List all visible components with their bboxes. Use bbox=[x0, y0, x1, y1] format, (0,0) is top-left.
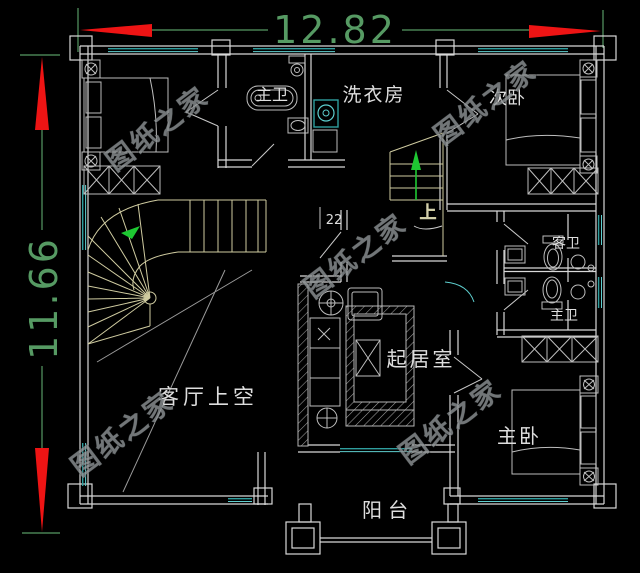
bath-top-fixtures bbox=[246, 55, 309, 134]
dim-arrow-left bbox=[80, 24, 152, 37]
dimension-top: 12.82 bbox=[77, 8, 604, 52]
interior-walls bbox=[217, 54, 596, 505]
dim-arrow-up bbox=[35, 57, 49, 130]
room-label-bath-master: 主卫 bbox=[550, 308, 578, 324]
door-leaves bbox=[185, 89, 529, 394]
bedroom-secondary-furniture bbox=[505, 59, 599, 195]
watermark-text: 图纸之家 bbox=[65, 385, 180, 483]
bedroom-top-left-furniture bbox=[81, 59, 169, 195]
bedroom-master-furniture bbox=[511, 335, 599, 486]
dim-arrow-right bbox=[529, 25, 601, 38]
stair-up-label: 上 bbox=[420, 203, 437, 223]
room-label-living-room: 起居室 bbox=[387, 347, 456, 371]
void-diagonal-lines bbox=[96, 269, 253, 493]
room-label-bedroom-master: 主卧 bbox=[497, 424, 541, 448]
bathrooms-fixtures bbox=[504, 235, 595, 310]
dim-arrow-down bbox=[35, 448, 49, 532]
stair-direction-arrow-up bbox=[411, 150, 421, 170]
dimension-left: 11.66 bbox=[20, 54, 66, 534]
balcony-structure bbox=[285, 503, 467, 555]
stair-direction-arrow-curved bbox=[121, 226, 140, 239]
dim-height-label: 11.66 bbox=[22, 236, 66, 360]
door-tag: 22 bbox=[319, 207, 343, 229]
living-room-furniture bbox=[309, 287, 383, 429]
room-label-bath-top: 主卫 bbox=[256, 85, 288, 104]
dim-width-label: 12.82 bbox=[273, 8, 397, 52]
door-arc-hall bbox=[444, 281, 475, 303]
room-label-balcony: 阳台 bbox=[362, 498, 414, 522]
room-label-living-void: 客厅上空 bbox=[158, 385, 258, 409]
windows bbox=[82, 48, 602, 502]
room-label-laundry: 洗衣房 bbox=[342, 84, 405, 106]
laundry-fixtures bbox=[312, 99, 339, 153]
curved-staircase bbox=[87, 199, 267, 345]
hatched-walls bbox=[297, 283, 415, 447]
room-label-bath-guest: 客卫 bbox=[552, 235, 580, 252]
central-staircase: 上 bbox=[389, 132, 444, 256]
room-label-bedroom-secondary: 次卧 bbox=[489, 88, 525, 109]
watermark-text: 图纸之家 bbox=[100, 80, 215, 178]
door-tag-label: 22 bbox=[326, 213, 343, 228]
